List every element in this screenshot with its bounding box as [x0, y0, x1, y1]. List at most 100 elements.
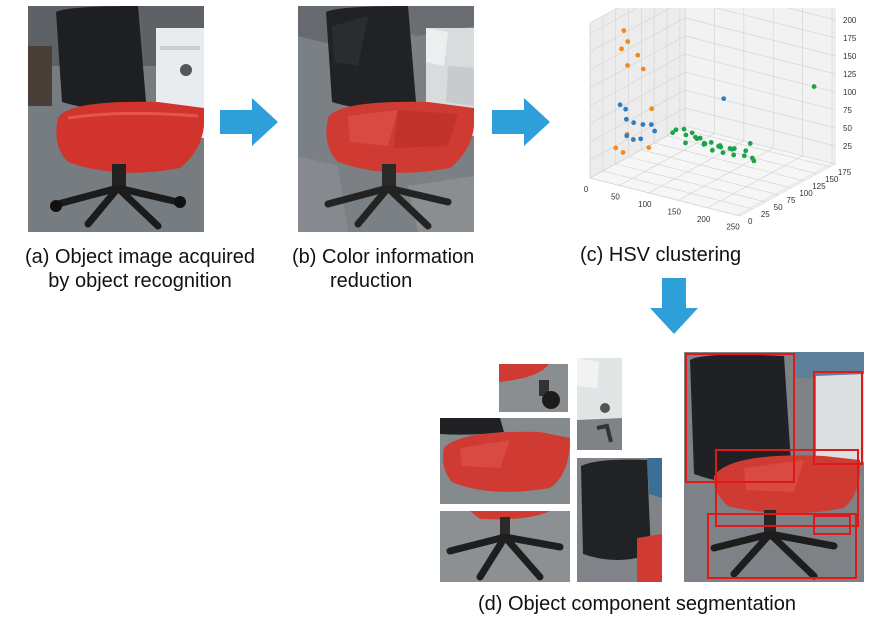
- z-tick-label: 200: [843, 16, 857, 25]
- cluster-point: [638, 136, 644, 142]
- y-tick-label: 125: [812, 182, 826, 191]
- cluster-point: [640, 122, 646, 127]
- cluster-point: [649, 106, 655, 112]
- cluster-point: [741, 153, 747, 159]
- cluster-point: [640, 66, 646, 72]
- y-tick-label: 25: [761, 210, 770, 219]
- chart-ticks: 0501001502002500255075100125150175255075…: [584, 16, 857, 231]
- cluster-point: [619, 46, 624, 52]
- gridline: [786, 8, 836, 21]
- cluster-point: [648, 122, 654, 127]
- gridline: [679, 128, 830, 168]
- segment-box-backrest: [685, 353, 795, 483]
- cluster-point: [631, 120, 637, 126]
- cluster-point: [743, 148, 749, 154]
- x-tick-label: 200: [697, 215, 711, 224]
- cluster-point: [701, 140, 707, 146]
- gridline: [628, 156, 779, 196]
- cluster-point: [708, 140, 714, 145]
- caption-c: (c) HSV clustering: [580, 243, 741, 267]
- gridline: [707, 155, 803, 209]
- cluster-point: [613, 145, 619, 151]
- z-tick-label: 175: [843, 34, 857, 43]
- arrow-down-icon: [650, 278, 698, 334]
- cluster-point: [617, 102, 623, 108]
- gridline: [715, 8, 836, 39]
- segment-box-caster: [813, 515, 851, 535]
- gridline: [589, 71, 686, 125]
- cluster-point: [683, 132, 689, 138]
- cluster-point: [621, 28, 627, 33]
- cluster-point: [709, 147, 715, 153]
- cluster-point: [673, 127, 679, 133]
- cluster-point: [721, 96, 727, 102]
- object-image-original: [28, 6, 204, 232]
- z-tick-label: 25: [843, 142, 852, 151]
- chart-grid: [588, 8, 837, 217]
- x-tick-label: 50: [611, 192, 620, 201]
- cluster-point: [652, 128, 658, 134]
- caption-a-line1: (a) Object image acquired: [24, 246, 256, 268]
- arrow-right-icon: [220, 98, 278, 146]
- cluster-point: [646, 145, 652, 151]
- z-tick-label: 75: [843, 106, 852, 115]
- y-tick-label: 150: [825, 175, 839, 184]
- cluster-point: [811, 84, 817, 89]
- caption-d: (d) Object component segmentation: [478, 592, 796, 616]
- cluster-point: [624, 133, 630, 139]
- segment-crop-base: [440, 511, 570, 582]
- caption-d-line1: (d) Object component segmentation: [478, 593, 796, 615]
- gridline: [684, 17, 836, 57]
- gridline: [666, 135, 818, 175]
- z-tick-label: 100: [843, 88, 857, 97]
- cluster-point: [620, 150, 626, 155]
- gridline: [684, 107, 836, 147]
- cluster-point: [670, 130, 676, 136]
- z-tick-label: 50: [843, 124, 852, 133]
- cluster-point: [731, 146, 737, 151]
- x-tick-label: 250: [726, 222, 740, 231]
- cluster-point: [625, 39, 631, 44]
- cluster-point: [625, 63, 630, 68]
- x-tick-label: 0: [584, 185, 589, 194]
- gridline: [684, 35, 836, 75]
- gridline: [641, 149, 792, 189]
- segment-crop-backrest: [577, 458, 662, 582]
- hsv-cluster-scatter-chart: 0501001502002500255075100125150175255075…: [584, 8, 857, 231]
- gridline: [678, 148, 774, 201]
- gridline: [589, 177, 741, 217]
- y-tick-label: 50: [774, 203, 783, 212]
- segment-box-white-object: [813, 371, 863, 465]
- gridline: [589, 53, 686, 107]
- y-tick-label: 100: [799, 189, 813, 198]
- segment-box-base: [707, 513, 857, 579]
- gridline: [602, 170, 753, 210]
- caption-a: (a) Object image acquired by object reco…: [6, 245, 274, 293]
- gridline: [589, 89, 686, 143]
- gridline: [589, 125, 686, 179]
- cluster-point: [630, 137, 636, 142]
- caption-c-line1: (c) HSV clustering: [580, 244, 742, 266]
- cluster-point: [751, 158, 757, 164]
- cluster-point: [694, 136, 700, 142]
- segment-crop-seat: [440, 418, 570, 504]
- gridline: [589, 107, 686, 161]
- cluster-point: [689, 130, 695, 136]
- segment-crop-white-object: [577, 358, 622, 450]
- caption-b-line2: reduction: [330, 270, 413, 292]
- cluster-point: [720, 150, 726, 156]
- gridline: [589, 35, 686, 89]
- cluster-point: [747, 141, 753, 146]
- segmentation-result-image: [684, 352, 864, 582]
- cluster-point: [623, 106, 629, 112]
- caption-b-line1: (b) Color information: [292, 246, 475, 268]
- cluster-point: [731, 152, 737, 158]
- gridline: [615, 163, 766, 203]
- gridline: [619, 133, 715, 186]
- cluster-point: [681, 126, 687, 132]
- cluster-point: [683, 140, 688, 146]
- arrow-right-icon: [492, 98, 550, 146]
- segment-box-seat: [715, 449, 859, 527]
- gridline: [589, 17, 686, 71]
- caption-a-line2: by object recognition: [48, 270, 232, 292]
